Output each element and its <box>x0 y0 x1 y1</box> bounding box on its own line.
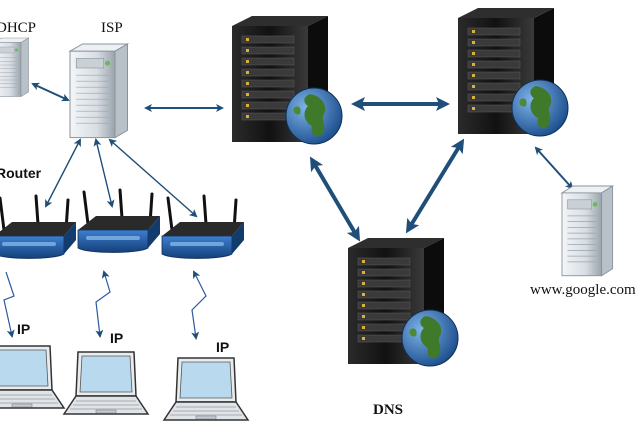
dhcp-isp-link <box>31 82 70 102</box>
core-server-left-icon <box>231 15 343 145</box>
isp-router1-link <box>45 138 81 208</box>
core-left-dns-link <box>309 156 361 242</box>
wireless-link-1 <box>3 271 15 338</box>
router-1-icon <box>0 194 78 260</box>
ip-label-3: IP <box>216 339 229 355</box>
core-right-dns-link <box>405 138 465 234</box>
wireless-link-3 <box>191 270 207 340</box>
router-2-icon <box>76 188 162 254</box>
laptop-1-icon <box>0 345 65 409</box>
dhcp-label: DHCP <box>0 20 36 36</box>
router-label: Router <box>0 165 42 181</box>
ip-label-2: IP <box>110 330 123 346</box>
core-right-google-link <box>534 146 574 190</box>
wireless-link-2 <box>95 270 111 338</box>
google-server-icon <box>561 185 614 277</box>
dns-server-icon <box>347 237 459 367</box>
isp-label: ISP <box>101 20 123 36</box>
isp-router3-link <box>108 138 198 218</box>
isp-server-icon <box>69 43 129 139</box>
laptop-2-icon <box>63 351 149 415</box>
dns-label: DNS <box>373 402 403 418</box>
connections <box>3 82 574 340</box>
ip-label-1: IP <box>17 321 30 337</box>
isp-router2-link <box>93 138 115 208</box>
core-server-right-icon <box>457 7 569 137</box>
laptop-3-icon <box>163 357 249 421</box>
router-3-icon <box>160 194 246 260</box>
google-label: www.google.com <box>530 282 636 298</box>
dhcp-server-icon <box>0 37 29 97</box>
